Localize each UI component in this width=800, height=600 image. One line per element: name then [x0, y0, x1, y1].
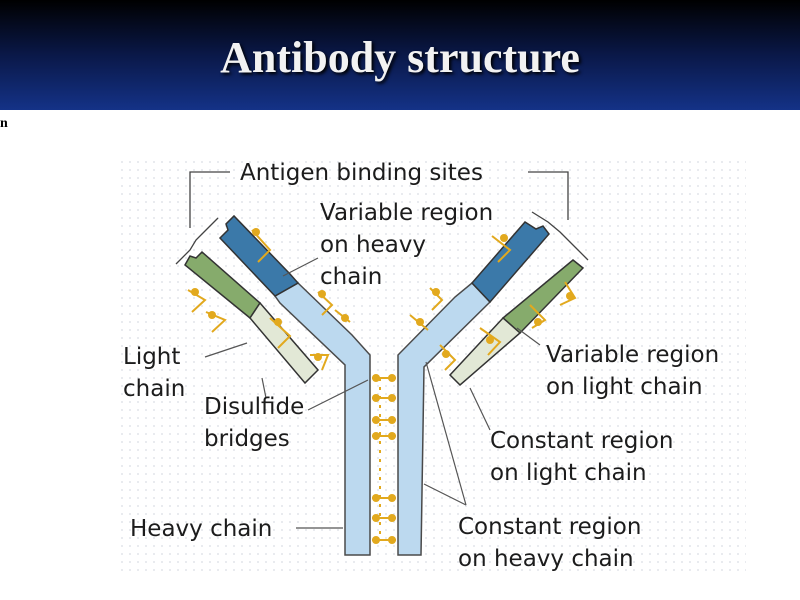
label-variable-region-heavy-line1: Variable region — [320, 200, 493, 226]
slide-title: Antibody structure — [220, 33, 580, 82]
label-variable-region-light-line2: on light chain — [546, 374, 703, 400]
label-disulfide-line1: Disulfide — [204, 394, 304, 420]
label-variable-region-heavy-line3: chain — [320, 264, 382, 290]
label-light-chain-line2: chain — [123, 376, 185, 402]
label-antigen-binding-sites: Antigen binding sites — [240, 160, 483, 186]
label-heavy-chain: Heavy chain — [130, 516, 272, 542]
antigen-binding-brackets — [175, 171, 589, 265]
dot-grid-background — [118, 158, 746, 576]
bond-s-markers — [191, 228, 574, 544]
label-constant-region-light-line2: on light chain — [490, 460, 647, 486]
stray-text: n — [0, 116, 8, 131]
diagram-labels: Antigen binding sites Variable region on… — [123, 160, 719, 572]
label-light-chain-line1: Light — [123, 344, 180, 370]
title-bar — [0, 0, 800, 110]
label-constant-region-light-line1: Constant region — [490, 428, 673, 454]
leader-lines — [204, 257, 541, 529]
heavy-variable-region-right — [470, 221, 550, 304]
heavy-variable-region-left — [218, 214, 300, 297]
light-constant-region-right — [448, 316, 522, 387]
label-variable-region-light-line1: Variable region — [546, 342, 719, 368]
label-constant-region-heavy-line1: Constant region — [458, 514, 641, 540]
label-constant-region-heavy-line2: on heavy chain — [458, 546, 634, 572]
label-variable-region-heavy-line2: on heavy — [320, 232, 426, 258]
label-disulfide-line2: bridges — [204, 426, 290, 452]
